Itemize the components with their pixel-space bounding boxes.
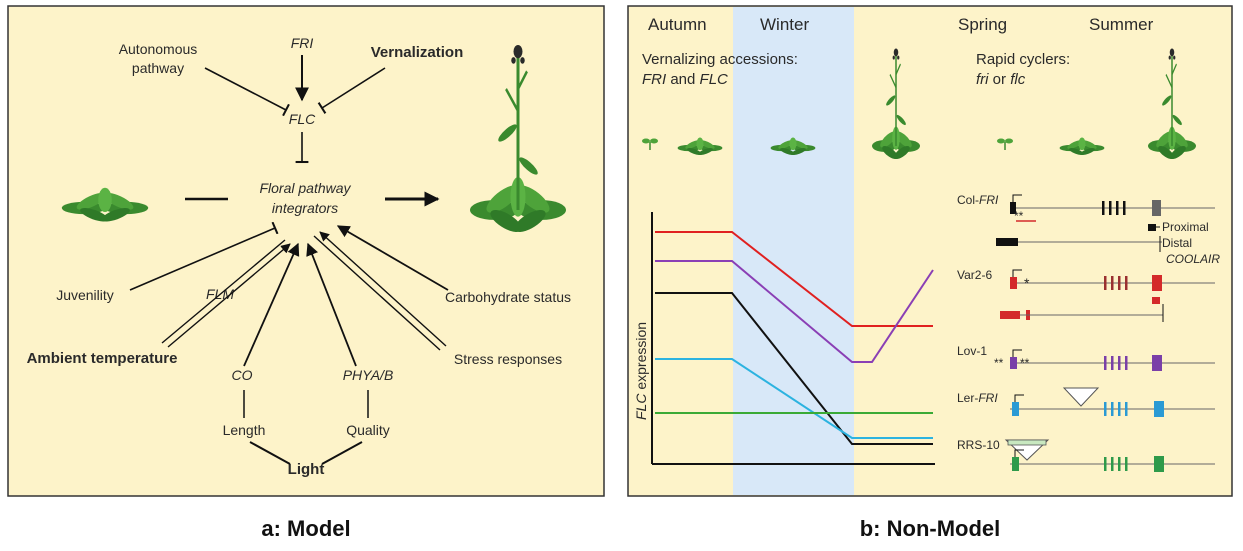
rapid-heading: Rapid cyclers: [976, 51, 1070, 68]
co-label: CO [232, 367, 253, 383]
stress-label: Stress responses [454, 351, 562, 367]
season-winter: Winter [760, 15, 809, 34]
integrators-label-2: integrators [272, 200, 338, 216]
vernalizing-genes: FRI and FLC [642, 71, 728, 88]
panel-b-frame [627, 5, 1233, 497]
quality-light-line [321, 441, 363, 465]
flc-label: FLC [289, 111, 316, 127]
ambient-temp-line-1 [161, 239, 286, 344]
rapid-genes: fri or flc [976, 71, 1026, 88]
panel-a-frame [7, 5, 605, 497]
quality-label: Quality [346, 422, 390, 438]
stress-line-1 [313, 235, 441, 351]
vernalizing-heading: Vernalizing accessions: [642, 51, 798, 68]
ambient-temp-line-2 [167, 243, 291, 348]
season-spring: Spring [958, 15, 1007, 34]
caption-b: b: Non-Model [860, 516, 1001, 541]
juvenility-label: Juvenility [56, 287, 114, 303]
light-label: Light [288, 461, 325, 478]
integrators-label: Floral pathway [259, 180, 351, 196]
svg-text:**: ** [1014, 209, 1024, 223]
length-label: Length [223, 422, 266, 438]
accession-ler-fri: Ler-FRI [957, 387, 1215, 417]
carbohydrate-arrow [336, 225, 449, 291]
flc-trace-cyan [655, 358, 933, 439]
flc-trace-purple [655, 260, 934, 363]
y-axis-label: FLC expression [633, 322, 649, 420]
autonomous-label: Autonomous [119, 41, 198, 57]
coolair-label: COOLAIR [1166, 252, 1220, 266]
season-summer: Summer [1089, 15, 1154, 34]
phya-b-label: PHYA/B [343, 367, 394, 383]
accession-lov-1: Lov-1 ** ** [957, 344, 1215, 371]
accession-col-fri: Col-FRI ** Proximal Distal COOLAIR [957, 193, 1220, 266]
panel-a: Autonomous pathway FRI Vernalization FLC… [7, 5, 605, 497]
co-arrow [243, 242, 300, 367]
juvenility-repress [129, 221, 279, 291]
vernalization-label: Vernalization [371, 44, 464, 61]
accession-label: Lov-1 [957, 344, 987, 358]
accession-label: Col-FRI [957, 193, 999, 207]
stress-line-2 [319, 231, 447, 347]
proximal-label: Proximal [1162, 220, 1209, 234]
season-autumn: Autumn [648, 15, 707, 34]
winter-band [733, 7, 854, 495]
phya-arrow [306, 242, 357, 367]
panel-b: Autumn Winter Spring Summer Vernalizing … [627, 5, 1233, 497]
vernalization-repress-flc [317, 67, 386, 114]
accession-label: Ler-FRI [957, 391, 998, 405]
svg-text:**: ** [994, 356, 1004, 370]
length-light-line [249, 441, 291, 465]
autonomous-label-2: pathway [132, 60, 184, 76]
svg-text:*: * [1024, 275, 1030, 291]
accession-var2-6: Var2-6 * [957, 268, 1215, 322]
autonomous-repress-flc [204, 67, 290, 117]
accession-label: RRS-10 [957, 438, 1000, 452]
flc-trace-black [655, 292, 933, 445]
caption-a: a: Model [261, 516, 350, 541]
flc-trace-red [655, 231, 933, 327]
svg-text:**: ** [1020, 356, 1030, 370]
distal-label: Distal [1162, 236, 1192, 250]
accession-label: Var2-6 [957, 268, 992, 282]
carbohydrate-label: Carbohydrate status [445, 289, 571, 305]
ambient-temperature-label: Ambient temperature [27, 350, 178, 367]
accession-rrs-10: RRS-10 [957, 438, 1215, 472]
fri-label: FRI [291, 35, 314, 51]
